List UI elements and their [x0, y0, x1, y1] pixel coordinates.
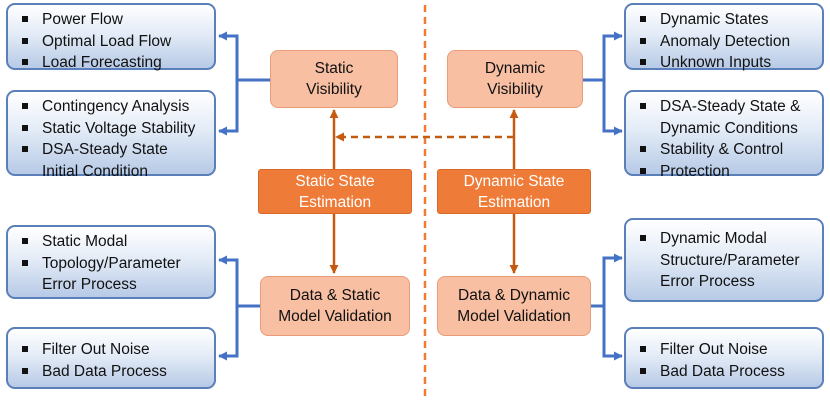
- list-item: Topology/Parameter: [20, 253, 208, 275]
- dynamic-validation-line1: Data & Dynamic: [458, 287, 570, 304]
- dynamic-states-box: Dynamic States Anomaly Detection Unknown…: [624, 3, 824, 71]
- list-item-continuation: Initial Condition: [42, 162, 148, 180]
- static-estimation-line1: Static State: [295, 172, 375, 190]
- list-item: Unknown Inputs: [638, 52, 816, 74]
- static-state-estimation-box: Static State Estimation: [258, 169, 412, 214]
- list-item-continuation: Error Process: [660, 273, 755, 291]
- list-item: Static Voltage Stability: [20, 118, 208, 140]
- list-item-continuation: Error Process: [42, 276, 137, 294]
- list-item: Dynamic States: [638, 9, 816, 31]
- static-visibility-box: Static Visibility: [270, 50, 398, 108]
- static-model-validation-box: Data & Static Model Validation: [260, 276, 410, 336]
- static-validation-line2: Model Validation: [278, 308, 392, 325]
- list-item: Stability & Control: [638, 139, 816, 161]
- dynamic-visibility-box: Dynamic Visibility: [447, 50, 583, 108]
- connector-to-static-modal-box: [218, 255, 239, 306]
- list-item: Static Modal: [20, 231, 208, 253]
- connector-to-dynamic-modal-box: [602, 253, 623, 306]
- dynamic-validation-line2: Model Validation: [457, 308, 571, 325]
- list-item: Anomaly Detection: [638, 31, 816, 53]
- dynamic-visibility-line2: Visibility: [487, 81, 543, 98]
- list-item: Optimal Load Flow: [20, 31, 208, 53]
- dynamic-state-estimation-box: Dynamic State Estimation: [437, 169, 591, 214]
- static-estimation-line2: Estimation: [298, 193, 372, 211]
- connector-to-right-filter-box: [602, 306, 623, 361]
- list-item: Protection: [638, 161, 816, 183]
- list-item: Contingency Analysis: [20, 96, 208, 118]
- list-item: Power Flow: [20, 9, 208, 31]
- list-item: DSA-Steady State: [20, 139, 208, 161]
- list-item: Filter Out Noise: [638, 339, 816, 361]
- connector-to-power-box: [218, 31, 239, 80]
- right-filter-noise-box: Filter Out Noise Bad Data Process: [624, 327, 824, 389]
- list-item: DSA-Steady State &: [638, 96, 816, 118]
- static-visibility-line1: Static: [314, 60, 354, 77]
- connector-to-dynamic-states-box: [602, 31, 623, 80]
- dynamic-modal-box: Dynamic Modal Structure/Parameter Error …: [624, 218, 824, 302]
- list-item: Bad Data Process: [20, 361, 208, 383]
- contingency-analysis-box: Contingency Analysis Static Voltage Stab…: [6, 90, 216, 180]
- power-flow-box: Power Flow Optimal Load Flow Load Foreca…: [6, 3, 216, 71]
- dynamic-model-validation-box: Data & Dynamic Model Validation: [437, 276, 591, 336]
- static-visibility-line2: Visibility: [306, 81, 362, 98]
- dynamic-estimation-line1: Dynamic State: [463, 172, 565, 190]
- dynamic-estimation-line2: Estimation: [477, 193, 551, 211]
- connector-to-dsa-box: [602, 80, 623, 136]
- connector-to-contingency-box: [218, 80, 239, 136]
- dsa-steady-state-box: DSA-Steady State & Dynamic Conditions St…: [624, 90, 824, 180]
- list-item-continuation: Dynamic Conditions: [660, 119, 798, 137]
- list-item: Dynamic Modal: [638, 228, 816, 250]
- list-item: Load Forecasting: [20, 52, 208, 74]
- left-filter-noise-box: Filter Out Noise Bad Data Process: [6, 327, 216, 389]
- dynamic-visibility-line1: Dynamic: [484, 60, 546, 77]
- connector-to-left-filter-box: [218, 306, 239, 361]
- static-validation-line1: Data & Static: [289, 287, 381, 304]
- static-modal-box: Static Modal Topology/Parameter Error Pr…: [6, 225, 216, 299]
- list-item-continuation: Structure/Parameter: [660, 251, 800, 269]
- list-item: Bad Data Process: [638, 361, 816, 383]
- list-item: Filter Out Noise: [20, 339, 208, 361]
